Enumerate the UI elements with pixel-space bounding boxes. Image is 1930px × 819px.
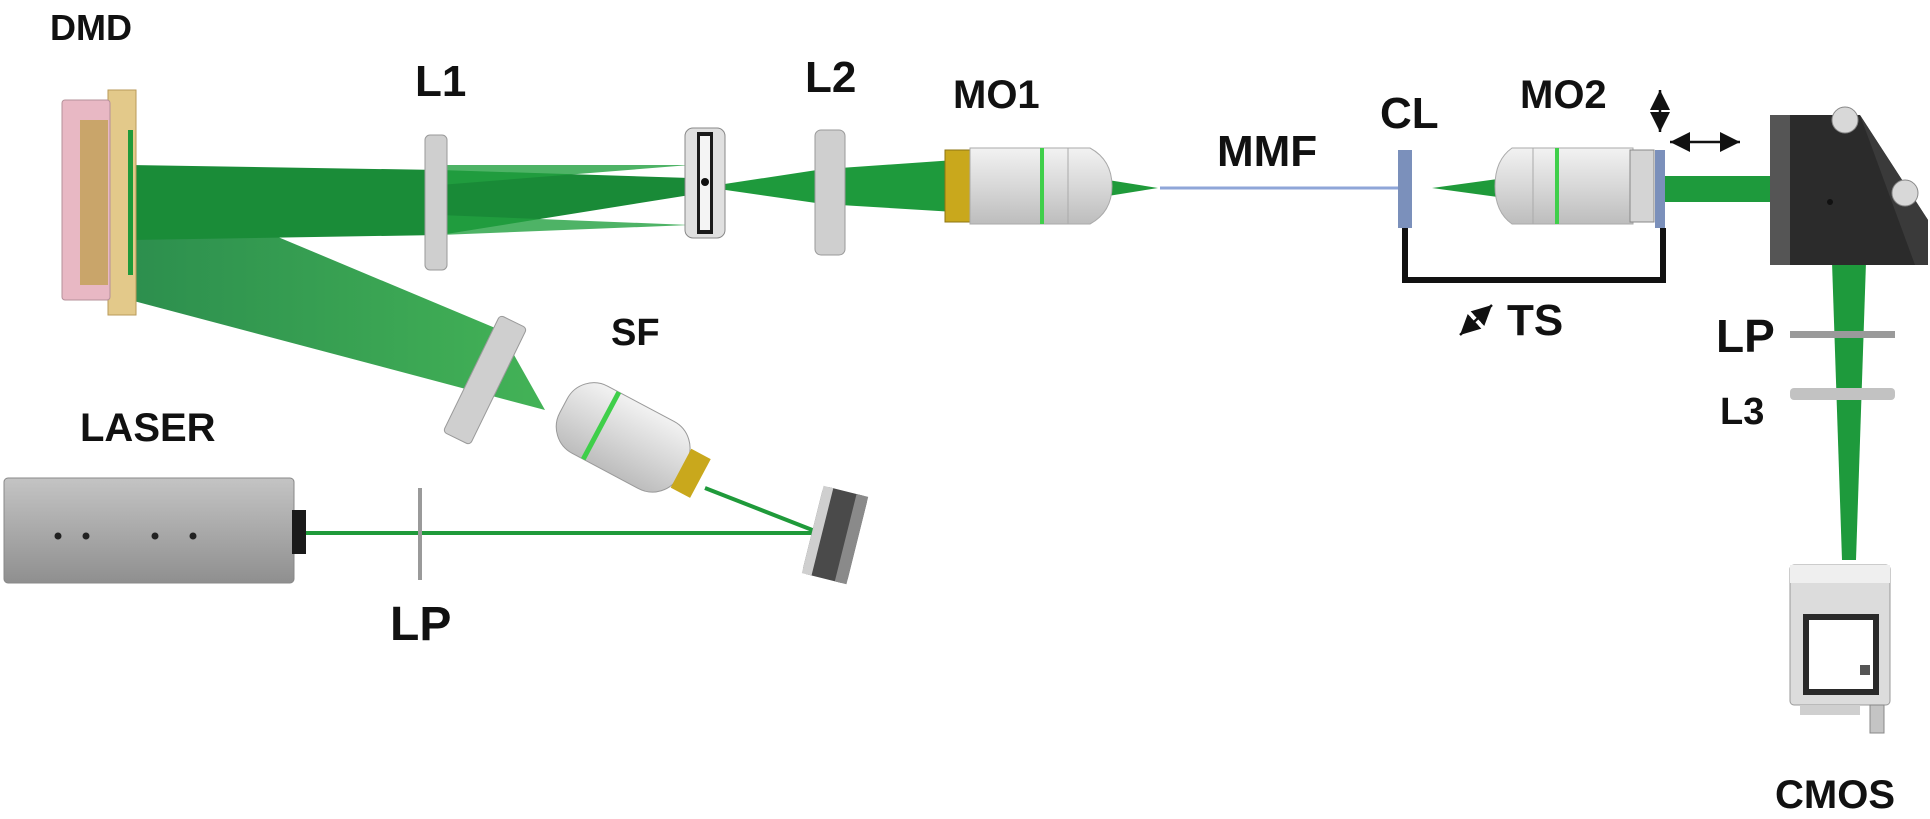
beam-l1-diffraction-b (440, 165, 690, 185)
ts-diagonal-arrow (1459, 304, 1493, 336)
beam-cl-to-mo2 (1432, 178, 1505, 198)
translation-stage-ts (1402, 228, 1666, 283)
label-l1: L1 (415, 57, 466, 106)
laser-indicator-dot (82, 532, 90, 540)
beam-l1-diffraction-a (440, 215, 690, 235)
steering-mirror (801, 485, 869, 585)
dmd (61, 89, 137, 316)
label-dmd: DMD (50, 7, 132, 48)
label-cmos: CMOS (1775, 773, 1895, 817)
beam-dmd-to-l1 (130, 165, 440, 240)
beam-mo1-to-fiber (1108, 180, 1158, 196)
label-lp-laser: LP (390, 598, 451, 651)
pinhole-mount (684, 127, 726, 239)
prism-mirror (1770, 106, 1928, 265)
beam-focus-to-l2 (705, 168, 830, 205)
laser-housing (3, 477, 295, 584)
mo2-end-plate (1655, 150, 1665, 228)
label-mo2: MO2 (1520, 73, 1607, 117)
label-ts: TS (1507, 296, 1563, 345)
beam-mirror-to-sf (704, 486, 821, 535)
objective-mo2 (1494, 147, 1655, 225)
laser (3, 477, 306, 584)
cmos-camera (1789, 564, 1891, 734)
dmd-edge (128, 130, 133, 275)
laser-aperture (292, 510, 306, 554)
label-lp-detection: LP (1716, 310, 1775, 362)
label-laser: LASER (80, 406, 216, 450)
label-mo1: MO1 (953, 73, 1040, 117)
knob-icon (1891, 179, 1919, 207)
lens-l3 (1790, 388, 1895, 400)
beam-mo2-to-prism (1665, 176, 1780, 202)
label-l2: L2 (805, 53, 856, 102)
label-sf: SF (611, 312, 660, 354)
laser-indicator-dot (189, 532, 197, 540)
spatial-filter-objective (555, 382, 711, 498)
lens-l1 (424, 134, 448, 271)
label-l3: L3 (1720, 391, 1764, 433)
laser-indicator-dot (151, 532, 159, 540)
objective-mo1 (944, 147, 1113, 225)
dmd-board (80, 120, 108, 285)
spatial-filter-lens (443, 315, 527, 445)
lens-l2 (814, 129, 846, 256)
laser-indicator-dot (54, 532, 62, 540)
label-mmf: MMF (1217, 127, 1317, 176)
coupling-lens-cl (1398, 150, 1412, 228)
knob-icon (1831, 106, 1859, 134)
label-cl: CL (1380, 89, 1439, 138)
beam-l2-to-mo1 (840, 160, 955, 212)
linear-polarizer-detection (1790, 331, 1895, 338)
beam-prism-to-cmos (1832, 262, 1866, 560)
